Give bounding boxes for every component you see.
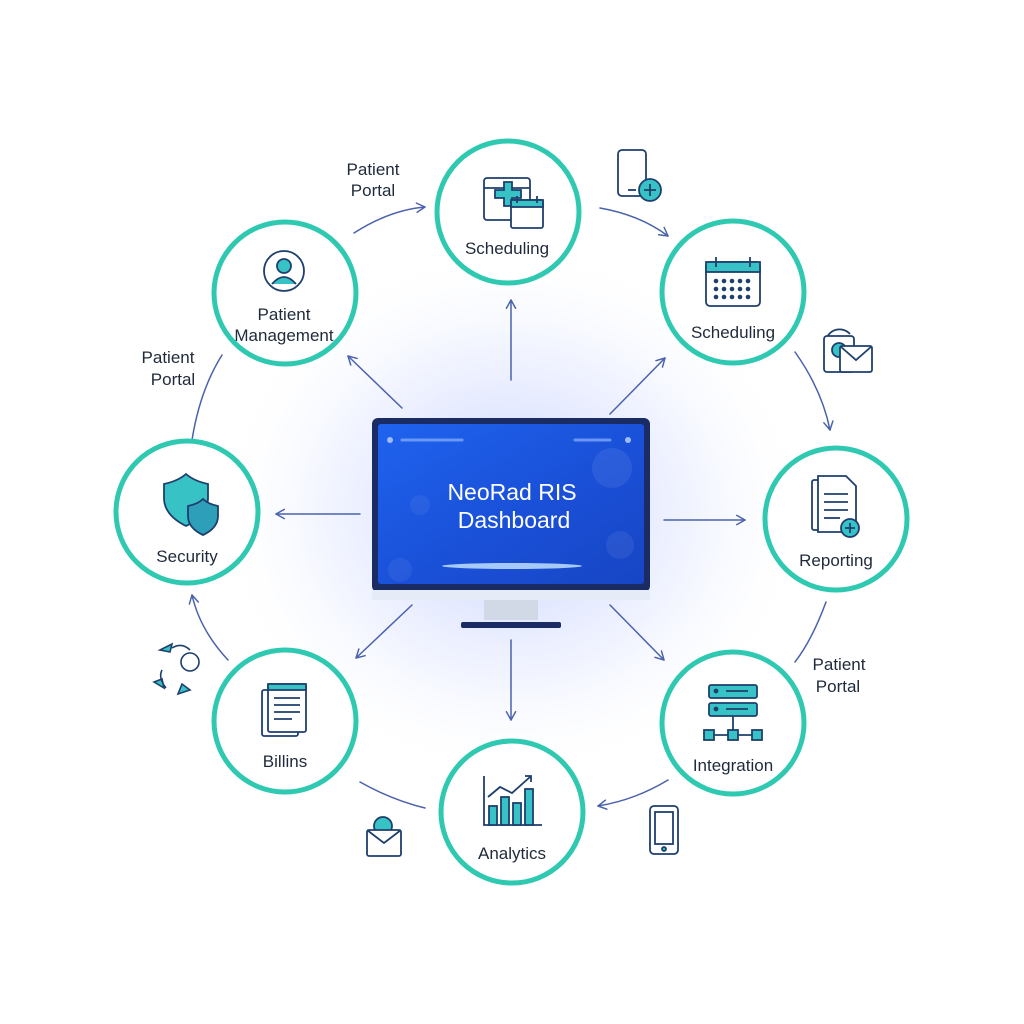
dashboard-title-line2: Dashboard [458, 507, 571, 533]
node-ring [211, 219, 359, 367]
mail-icon [366, 816, 402, 857]
arc-integration-to-analytics [597, 779, 669, 810]
side-label-portal-top-line2: Portal [351, 181, 395, 200]
mail-icon [823, 328, 873, 373]
screen-topbar-dot [625, 437, 631, 443]
arrow-to-billing [355, 604, 413, 659]
radial-arrows [275, 299, 746, 721]
document-plus-icon [811, 475, 860, 538]
node-integration[interactable]: Integration [659, 649, 807, 797]
node-billing[interactable]: Billins [211, 647, 359, 795]
side-label-portal-top-line1: Patient [347, 160, 400, 179]
node-analytics[interactable]: Analytics [438, 738, 586, 886]
side-label-portal-left-line1: Patient [142, 348, 195, 367]
refresh-arrows-icon [152, 642, 200, 696]
ring-connectors [188, 202, 834, 810]
node-label: Scheduling [465, 239, 549, 258]
node-label: Integration [693, 756, 773, 775]
side-label-portal-left-line2: Portal [151, 370, 195, 389]
arrow-to-integration [609, 604, 665, 661]
monitor-base [461, 622, 561, 628]
screen-topbar-dot [387, 437, 393, 443]
arc-analytics-to-billing [359, 781, 426, 809]
screen-light-streak [442, 563, 582, 569]
side-label-portal-right-line2: Portal [816, 677, 860, 696]
invoice-icon [261, 683, 307, 737]
arc-security-to-pm [191, 354, 223, 441]
arc-right-to-reporting [794, 351, 834, 431]
server-network-icon [703, 684, 763, 741]
node-label: Billins [263, 752, 307, 771]
arc-sched-top-to-right [599, 207, 669, 237]
node-ring [438, 738, 586, 886]
node-label-line2: Management [234, 326, 334, 345]
node-patient-management[interactable]: Patient Management [211, 219, 359, 367]
arc-billing-to-security [188, 594, 229, 661]
side-label-portal-right-line1: Patient [813, 655, 866, 674]
screen-bokeh [606, 531, 634, 559]
dashboard-monitor[interactable]: NeoRad RIS Dashboard [372, 418, 650, 628]
monitor-neck [484, 600, 538, 620]
calendar-grid [713, 278, 751, 300]
calendar-plus-icon [483, 177, 544, 229]
node-label: Scheduling [691, 323, 775, 342]
phone-icon [649, 805, 679, 855]
phone-plus-icon [617, 149, 662, 202]
arc-reporting-to-integration [794, 601, 827, 663]
node-label: Reporting [799, 551, 873, 570]
monitor-chin [372, 590, 650, 600]
shield-icon [163, 472, 219, 536]
monitor-screen [378, 424, 644, 584]
node-label: Security [156, 547, 218, 566]
screen-bokeh [592, 448, 632, 488]
arc-pm-to-sched-top [353, 202, 426, 234]
node-scheduling-right[interactable]: Scheduling [659, 218, 807, 366]
calendar-icon [705, 257, 761, 307]
arrow-to-patient-management [347, 355, 403, 409]
screen-bokeh [388, 558, 412, 582]
node-label: Analytics [478, 844, 546, 863]
node-reporting[interactable]: Reporting [762, 445, 910, 593]
node-label-line1: Patient [258, 305, 311, 324]
user-icon [263, 250, 305, 292]
arrow-to-scheduling-right [609, 357, 666, 415]
bar-chart-icon [483, 775, 542, 826]
dashboard-title-line1: NeoRad RIS [447, 479, 576, 505]
screen-bokeh [410, 495, 430, 515]
node-security[interactable]: Security [113, 438, 261, 586]
node-scheduling-top[interactable]: Scheduling [434, 138, 582, 286]
